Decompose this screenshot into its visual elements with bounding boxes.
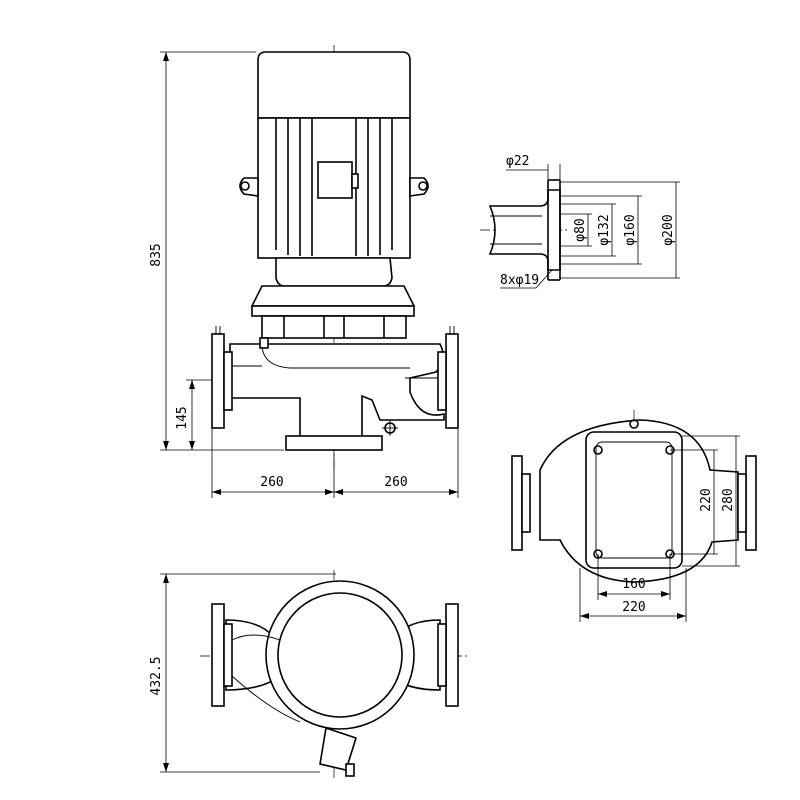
top-motor-outer — [265, 580, 415, 730]
dim-label-phi200: φ200 — [661, 214, 676, 245]
base-plate — [585, 431, 683, 569]
inlet-flange — [211, 326, 233, 429]
lifting-lug-right — [409, 177, 429, 197]
base-foot — [285, 435, 383, 451]
motor-fan-cover — [257, 51, 411, 119]
dim-label-280-vertical: 280 — [721, 488, 736, 511]
dim-label-145: 145 — [175, 406, 190, 429]
top-motor-inner — [277, 592, 403, 718]
lifting-lug-left — [239, 177, 259, 197]
front-elevation-view: 835 145 260 260 — [149, 45, 459, 498]
flange-detail-view: φ22 φ80 φ132 φ160 φ200 8xφ19 — [480, 154, 680, 289]
dim-label-220-vertical: 220 — [699, 488, 714, 511]
dim-half-lengths: 260 260 — [211, 428, 459, 498]
dim-label-phi160: φ160 — [623, 214, 638, 245]
motor-flange — [275, 257, 393, 287]
dim-label-260-right: 260 — [384, 475, 407, 490]
dim-label-bolt-holes: 8xφ19 — [500, 273, 539, 288]
top-plan-view: 432.5 — [149, 570, 470, 780]
dim-overall-height: 835 — [149, 51, 284, 451]
pump-casing — [229, 343, 445, 441]
terminal-box — [317, 161, 353, 199]
motor-cooling-ribs — [275, 118, 393, 256]
dim-label-835: 835 — [149, 243, 164, 266]
dim-label-220-horizontal: 220 — [622, 600, 645, 615]
dim-label-160-horizontal: 160 — [622, 577, 645, 592]
dim-label-432-5: 432.5 — [149, 656, 164, 695]
dim-inlet-height: 145 — [175, 379, 212, 450]
dim-label-phi132: φ132 — [597, 214, 612, 245]
outlet-flange — [437, 326, 459, 429]
dim-label-260-left: 260 — [260, 475, 283, 490]
dim-label-phi80: φ80 — [573, 218, 588, 241]
flange-pipe — [488, 189, 561, 271]
dim-label-phi22: φ22 — [506, 154, 529, 169]
base-plan-view: 220 280 160 220 — [511, 410, 757, 622]
pump-bracket — [250, 285, 416, 307]
